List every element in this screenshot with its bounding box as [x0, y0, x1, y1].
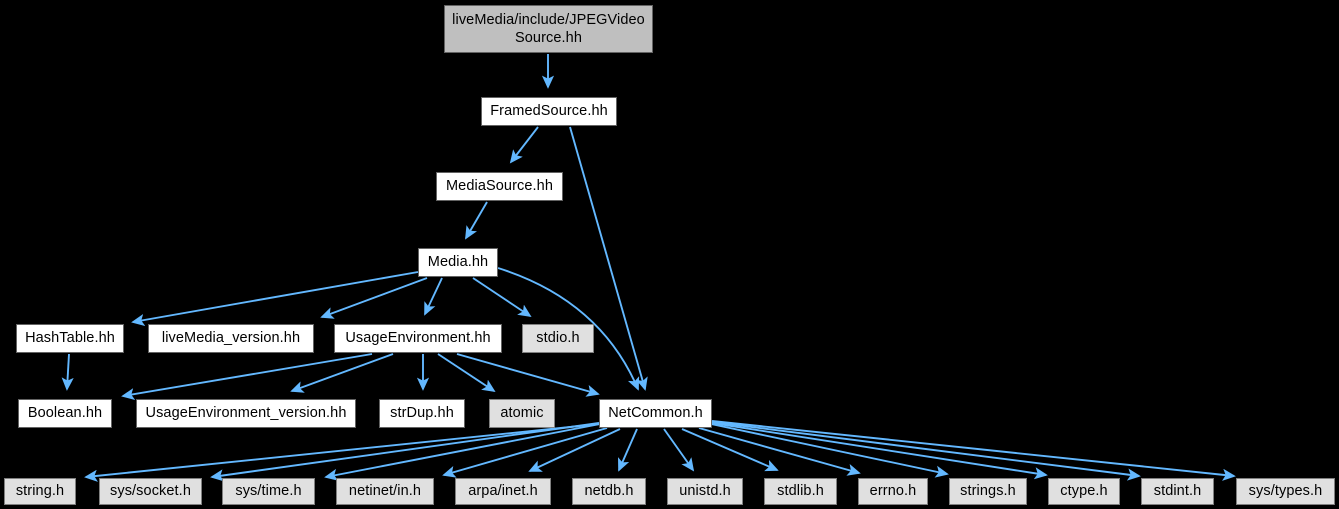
graph-edge-framedsource-to-mediasource	[509, 126, 539, 164]
graph-node-netcommon[interactable]: NetCommon.h	[599, 399, 712, 428]
graph-edge-usageenv-to-boolean	[121, 353, 373, 401]
graph-edge-usageenv-to-atomic	[437, 353, 496, 393]
graph-node-label: FramedSource.hh	[490, 103, 608, 120]
graph-node-label: liveMedia/include/JPEGVideo Source.hh	[452, 11, 645, 46]
graph-edge-netcommon-to-unistd	[663, 428, 695, 472]
graph-node-label: stdlib.h	[777, 483, 824, 500]
graph-edge-netcommon-to-strings	[710, 423, 949, 478]
graph-node-label: HashTable.hh	[25, 330, 115, 347]
graph-edge-media-to-stdio	[472, 277, 532, 318]
graph-node-label: Boolean.hh	[27, 405, 103, 422]
graph-edge-netcommon-to-stdint	[711, 421, 1141, 481]
graph-node-stringh[interactable]: string.h	[4, 478, 76, 505]
graph-edge-netcommon-to-syssocket	[210, 422, 600, 482]
graph-edge-media-to-hashtable	[131, 271, 419, 327]
graph-node-ctype[interactable]: ctype.h	[1048, 478, 1120, 505]
graph-node-systime[interactable]: sys/time.h	[222, 478, 315, 505]
graph-node-label: atomic	[500, 405, 544, 422]
graph-edge-usageenv-to-usageenvver	[290, 353, 394, 393]
graph-node-boolean[interactable]: Boolean.hh	[18, 399, 112, 428]
graph-node-stdint[interactable]: stdint.h	[1141, 478, 1214, 505]
graph-node-netinetin[interactable]: netinet/in.h	[336, 478, 434, 505]
graph-node-hashtable[interactable]: HashTable.hh	[16, 324, 124, 353]
graph-node-label: netdb.h	[584, 483, 634, 500]
graph-node-label: netinet/in.h	[348, 483, 422, 500]
graph-node-label: MediaSource.hh	[446, 178, 553, 195]
graph-edge-netcommon-to-stdlib	[681, 428, 779, 472]
graph-node-usageenvver[interactable]: UsageEnvironment_version.hh	[136, 399, 356, 428]
graph-node-label: ctype.h	[1060, 483, 1108, 500]
graph-node-label: string.h	[15, 483, 65, 500]
graph-node-unistd[interactable]: unistd.h	[667, 478, 743, 505]
graph-node-systypes[interactable]: sys/types.h	[1236, 478, 1335, 505]
graph-node-label: strDup.hh	[390, 405, 454, 422]
graph-node-jpegvideosource[interactable]: liveMedia/include/JPEGVideo Source.hh	[444, 5, 653, 53]
graph-edge-netcommon-to-errno	[698, 427, 861, 476]
graph-edge-netcommon-to-ctype	[711, 422, 1048, 480]
graph-node-label: UsageEnvironment_version.hh	[145, 405, 347, 422]
graph-node-label: strings.h	[960, 483, 1016, 500]
graph-node-arpainet[interactable]: arpa/inet.h	[455, 478, 551, 505]
graph-edge-netcommon-to-netdb	[618, 428, 638, 472]
graph-node-label: sys/time.h	[235, 483, 302, 500]
graph-node-media[interactable]: Media.hh	[418, 248, 498, 277]
graph-edge-usageenv-to-netcommon	[456, 353, 600, 397]
graph-node-label: liveMedia_version.hh	[161, 330, 301, 347]
graph-node-stdio[interactable]: stdio.h	[522, 324, 594, 353]
graph-node-strdup[interactable]: strDup.hh	[379, 399, 465, 428]
graph-node-livemediaver[interactable]: liveMedia_version.hh	[148, 324, 314, 353]
graph-node-label: Media.hh	[427, 254, 489, 271]
graph-node-label: sys/socket.h	[110, 483, 191, 500]
graph-node-errno[interactable]: errno.h	[858, 478, 928, 505]
graph-edge-hashtable-to-boolean	[61, 353, 74, 391]
graph-node-usageenv[interactable]: UsageEnvironment.hh	[334, 324, 502, 353]
graph-edge-media-to-livemediaver	[320, 277, 428, 319]
graph-node-netdb[interactable]: netdb.h	[572, 478, 646, 505]
graph-edge-netcommon-to-netinetin	[442, 427, 608, 478]
graph-node-label: unistd.h	[679, 483, 731, 500]
graph-node-stdlib[interactable]: stdlib.h	[764, 478, 837, 505]
graph-node-label: arpa/inet.h	[468, 483, 538, 500]
graph-edge-mediasource-to-media	[465, 201, 488, 240]
graph-edge-netcommon-to-arpainet	[528, 428, 621, 472]
graph-node-label: NetCommon.h	[608, 405, 703, 422]
graph-node-mediasource[interactable]: MediaSource.hh	[436, 172, 563, 201]
graph-node-framedsource[interactable]: FramedSource.hh	[481, 97, 617, 126]
graph-node-strings[interactable]: strings.h	[949, 478, 1027, 505]
graph-edge-netcommon-to-stringh	[84, 423, 600, 482]
graph-edge-netcommon-to-systypes	[711, 420, 1236, 481]
graph-node-atomic[interactable]: atomic	[489, 399, 555, 428]
graph-node-label: errno.h	[869, 483, 917, 500]
graph-edge-media-to-usageenv	[424, 277, 443, 316]
graph-node-syssocket[interactable]: sys/socket.h	[99, 478, 202, 505]
graph-edge-netcommon-to-systime	[324, 423, 601, 481]
graph-node-label: sys/types.h	[1248, 483, 1323, 500]
graph-node-label: stdint.h	[1153, 483, 1202, 500]
graph-node-label: stdio.h	[536, 330, 580, 347]
graph-node-label: UsageEnvironment.hh	[345, 330, 491, 347]
